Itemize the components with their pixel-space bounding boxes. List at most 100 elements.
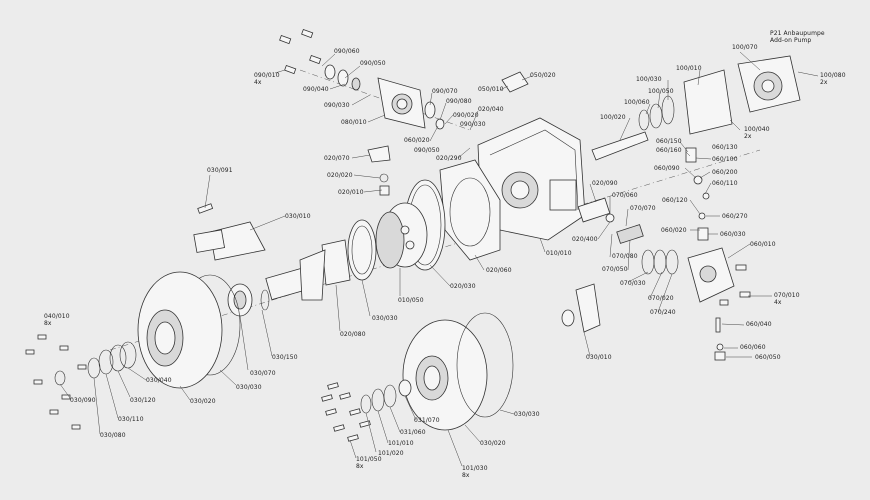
pin-030-091 [197,203,214,214]
label-030-090: 030/090 [70,397,96,404]
label-101-030-number: 101/030 [462,465,488,472]
label-030-080: 030/080 [100,432,126,439]
label-101-050-number: 101/050 [356,456,382,463]
label-030-150: 030/150 [272,354,298,361]
label-020-290: 020/290 [436,155,462,162]
label-040-010-number: 040/010 [44,313,70,320]
label-031-070: 031/070 [414,417,440,424]
label-060-010: 060/010 [750,241,776,248]
label-040-010-qty: 8x [44,320,52,327]
label-010-050: 010/050 [398,297,424,304]
label-100-070: 100/070 [732,44,758,51]
label-030-010b: 030/010 [586,354,612,361]
ring-030-040 [119,341,137,369]
label-090-050b: 090/050 [414,147,440,154]
label-100-020: 100/020 [600,114,626,121]
label-050-010: 050/010 [478,86,504,93]
addon-pump-100-070 [737,55,801,113]
label-070-080: 070/080 [612,253,638,260]
label-101-050-qty: 8x [356,463,364,470]
label-100-080-number: 100/080 [820,72,846,79]
label-101-030-qty: 8x [462,472,470,479]
label-031-060: 031/060 [400,429,426,436]
part-050-020 [501,71,529,93]
label-060-270: 060/270 [722,213,748,220]
label-020-400: 020/400 [572,236,598,243]
label-020-040: 020/040 [478,106,504,113]
label-100-010: 100/010 [676,65,702,72]
label-070-240: 070/240 [650,309,676,316]
shaft-100-020 [591,131,649,161]
ring-030-090 [54,370,66,386]
label-020-030: 020/030 [450,283,476,290]
label-090-070: 090/070 [432,88,458,95]
label-addon-pump-de: P21 Anbaupumpe [770,30,825,37]
label-060-160: 060/160 [656,147,682,154]
label-090-030: 090/030 [324,102,350,109]
label-020-080: 020/080 [340,331,366,338]
label-030-010a: 030/010 [285,213,311,220]
label-060-130: 060/130 [712,144,738,151]
label-060-200: 060/200 [712,169,738,176]
label-070-050: 070/050 [602,266,628,273]
label-060-100: 060/100 [712,156,738,163]
parts-031-101 [360,379,412,414]
label-090-050: 090/050 [360,60,386,67]
label-060-110: 060/110 [712,180,738,187]
leader-lines [59,51,819,467]
flange-030-020-lower [402,319,488,431]
bolts-090-010 [279,28,322,75]
label-060-020a: 060/020 [404,137,430,144]
label-020-060: 020/060 [486,267,512,274]
label-060-020b: 060/020 [661,227,687,234]
label-101-010: 101/010 [388,440,414,447]
label-030-070: 030/070 [250,370,276,377]
bolts-070-010 [719,264,751,306]
plate-020-080 [321,239,351,286]
shaft-030-010-lower [575,283,601,333]
label-030-110: 030/110 [118,416,144,423]
label-030-020a: 030/020 [190,398,216,405]
label-100-060: 100/060 [624,99,650,106]
label-020-010: 020/010 [338,189,364,196]
label-090-020: 090/020 [453,112,479,119]
valve-060-group [685,147,710,241]
part-020-070 [367,145,391,163]
label-060-040: 060/040 [746,321,772,328]
flange-030-020 [137,271,223,389]
plug-060-group [714,317,726,361]
housing-080-010 [377,77,426,129]
label-060-030: 060/030 [720,231,746,238]
label-100-050: 100/050 [648,88,674,95]
bolts-040-010 [25,334,87,430]
flange-100-010 [683,69,733,135]
cylinder-010-050 [375,202,428,269]
flange-020-060 [439,159,501,261]
label-070-030: 070/030 [620,280,646,287]
label-030-020b: 030/020 [480,440,506,447]
label-090-030b: 090/030 [460,121,486,128]
label-100-030: 100/030 [636,76,662,83]
label-070-010-qty: 4x [774,299,782,306]
label-060-050: 060/050 [755,354,781,361]
label-090-040: 090/040 [303,86,329,93]
label-030-030c: 030/030 [514,411,540,418]
label-070-060: 070/060 [612,192,638,199]
part-090-070-080 [424,101,445,130]
label-100-040-number: 100/040 [744,126,770,133]
label-030-030b: 030/030 [236,384,262,391]
label-070-020: 070/020 [648,295,674,302]
label-010-010: 010/010 [546,250,572,257]
label-020-090: 020/090 [592,180,618,187]
label-060-150: 060/150 [656,138,682,145]
label-060-060: 060/060 [740,344,766,351]
label-020-070: 020/070 [324,155,350,162]
